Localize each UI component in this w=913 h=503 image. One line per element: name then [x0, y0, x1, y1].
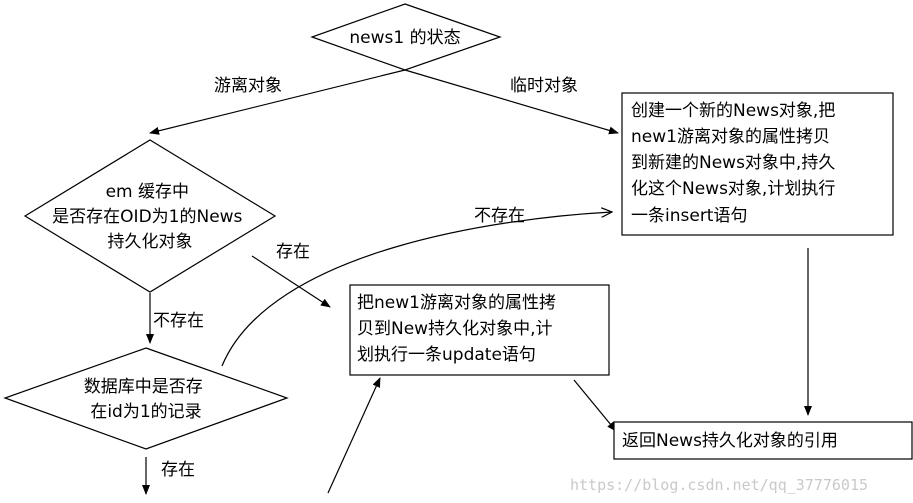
edge-label-not-exists-cache: 不存在: [153, 311, 204, 331]
return-reference-text: 返回News持久化对象的引用: [622, 431, 838, 451]
start-decision: news1 的状态: [310, 3, 502, 71]
cache-decision-text: em 缓存中 是否存在OID为1的News 持久化对象: [52, 182, 248, 252]
edge-label-exists-cache: 存在: [276, 242, 310, 262]
start-decision-text: news1 的状态: [349, 28, 460, 48]
edge-start-to-create: [404, 69, 619, 135]
edge-db-not-exists: [221, 212, 612, 367]
edge-cache-exists: [251, 255, 331, 308]
edge-into-update-box: [327, 377, 381, 494]
db-decision-text: 数据库中是否存 在id为1的记录: [84, 377, 208, 422]
update-object-box: 把new1游离对象的属性拷 贝到New持久化对象中,计 划执行一条update语…: [349, 284, 610, 376]
db-decision: 数据库中是否存 在id为1的记录: [3, 347, 289, 450]
edge-label-detached: 游离对象: [214, 76, 282, 96]
create-object-text: 创建一个新的News对象,把 new1游离对象的属性拷贝 到新建的News对象中…: [631, 101, 841, 226]
edge-label-not-exists-db: 不存在: [474, 206, 525, 226]
edge-update-to-return: [573, 379, 617, 432]
create-object-box: 创建一个新的News对象,把 new1游离对象的属性拷贝 到新建的News对象中…: [621, 92, 894, 236]
cache-decision: em 缓存中 是否存在OID为1的News 持久化对象: [23, 139, 277, 293]
return-reference-box: 返回News持久化对象的引用: [613, 421, 913, 460]
edge-start-to-cache: [149, 69, 406, 135]
edge-label-exists-db: 存在: [161, 460, 195, 480]
watermark-text: https://blog.csdn.net/qq_37776015: [570, 476, 868, 494]
update-object-text: 把new1游离对象的属性拷 贝到New持久化对象中,计 划执行一条update语…: [357, 293, 561, 365]
edge-label-transient: 临时对象: [510, 76, 578, 96]
